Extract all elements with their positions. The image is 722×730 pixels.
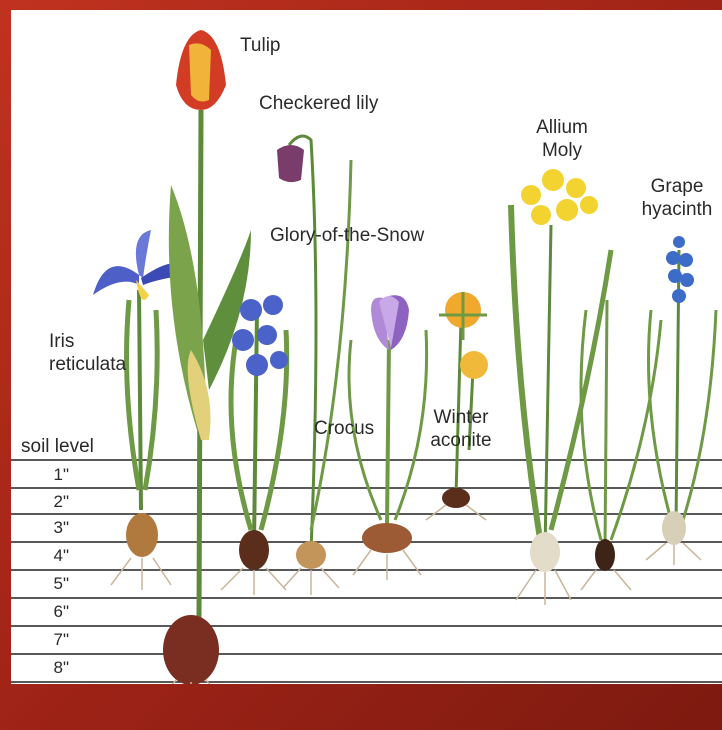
crocus-label: Crocus	[314, 417, 374, 440]
grape-hyacinth-label: Grape hyacinth	[627, 175, 722, 221]
grape-hyacinth-plant	[646, 236, 716, 565]
winter-aconite-label-line1: Winter	[416, 406, 506, 429]
iris-label-line2: reticulata	[49, 353, 126, 376]
winter-aconite-label: Winter aconite	[416, 406, 506, 452]
soil-level-label: soil level	[21, 436, 94, 458]
depth-label-7: 7"	[35, 630, 69, 650]
glory-of-the-snow-label: Glory-of-the-Snow	[270, 224, 424, 247]
depth-label-5: 5"	[35, 574, 69, 594]
allium-plant	[511, 169, 611, 605]
allium-label-line1: Allium	[517, 116, 607, 139]
depth-label-8: 8"	[35, 658, 69, 678]
grape-hyacinth-label-line1: Grape	[627, 175, 722, 198]
checkered-lily-label: Checkered lily	[259, 92, 378, 115]
depth-label-4: 4"	[35, 546, 69, 566]
depth-label-3: 3"	[35, 518, 69, 538]
depth-label-6: 6"	[35, 602, 69, 622]
tulip-label: Tulip	[240, 34, 280, 57]
grape-hyacinth-label-line2: hyacinth	[627, 198, 722, 221]
allium-label: Allium Moly	[517, 116, 607, 162]
depth-label-2: 2"	[35, 492, 69, 512]
bulb-planting-diagram: Tulip Checkered lily Allium Moly Grape h…	[11, 10, 722, 684]
iris-label-line1: Iris	[49, 330, 126, 353]
winter-aconite-label-line2: aconite	[416, 429, 506, 452]
allium-label-line2: Moly	[517, 139, 607, 162]
iris-label: Iris reticulata	[49, 330, 126, 376]
depth-label-1: 1"	[35, 465, 69, 485]
